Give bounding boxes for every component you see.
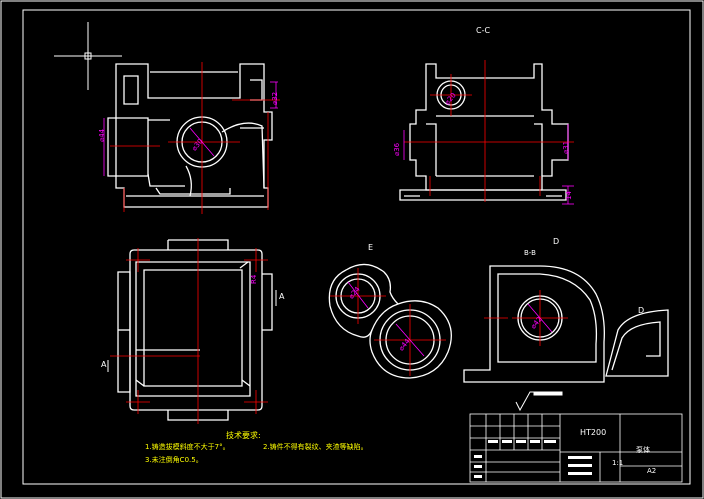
dim-d32-front: ⌀32 [271,91,279,105]
section-cc-dims [403,124,574,205]
note-line-1: 1.铸造拔模斜度不大于7°。 [145,443,230,451]
section-cc-centerlines [404,60,574,202]
section-marker-a-left: A [101,360,107,369]
view-e-dims [347,281,425,357]
inner-frame [22,9,691,485]
dim-len14-cc: 14 [565,191,573,200]
section-cc-view[interactable] [399,63,569,201]
view-d-small-label: D [638,306,645,315]
surface-roughness-symbol [515,391,563,412]
crosshair-cursor-icon[interactable] [54,22,122,90]
title-block-part-name: 泵体 [636,446,650,454]
front-view-dims [103,81,278,176]
dim-r4-top: R4 [250,274,258,284]
title-block [469,413,683,483]
view-d-label: D [553,237,560,246]
note-line-2: 2.铸件不得有裂纹、夹渣等缺陷。 [263,443,368,451]
view-bb-dims [527,303,553,333]
top-view[interactable] [117,239,273,421]
view-bb[interactable] [463,265,669,383]
dim-d36-cc: ⌀36 [393,142,401,156]
title-block-scale: 1:1 [612,459,624,467]
view-bb-centerlines [484,290,568,346]
front-view-centerlines [110,62,280,214]
section-marker-a-right: A [279,292,285,301]
view-bb-label: B-B [524,249,536,257]
front-view[interactable] [107,63,273,208]
title-block-sheet-size: A2 [647,467,657,475]
section-arrow-a [107,290,277,372]
view-e-label: E [368,243,374,252]
notes-title: 技术要求: [226,431,261,440]
title-block-fills [474,440,592,478]
dim-d44-front: ⌀44 [98,128,106,142]
note-line-3: 3.未注倒角C0.5。 [145,456,203,464]
top-view-centerlines [110,238,268,424]
dim-d31-cc: ⌀31 [562,140,570,154]
section-cc-label: C-C [476,26,491,35]
view-e[interactable] [328,263,452,379]
title-block-material: HT200 [580,428,607,437]
